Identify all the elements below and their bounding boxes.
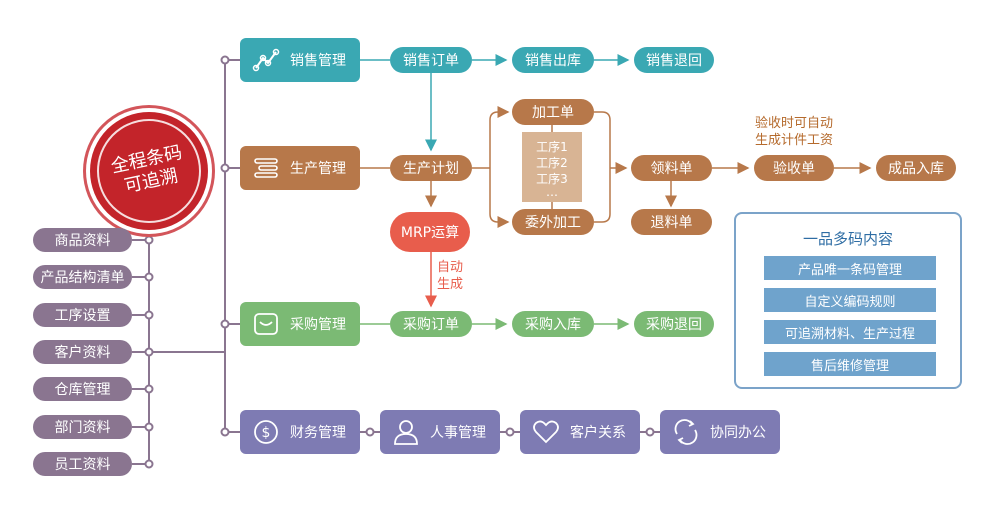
module-crm[interactable]: 客户关系 <box>520 410 640 454</box>
shopping-bag-icon <box>254 313 278 335</box>
auto-generate-line2: 生成 <box>436 277 463 292</box>
module-office-label: 协同办公 <box>710 425 766 441</box>
traceability-seal: 全程条码 可追溯 <box>87 109 211 233</box>
module-purchase[interactable]: 采购管理 <box>240 302 360 346</box>
inspection-order[interactable]: 验收单 <box>754 155 834 181</box>
auto-generate-line1: 自动 <box>436 260 463 275</box>
purchase-order[interactable]: 采购订单 <box>390 311 472 337</box>
inspection-note-line1: 验收时可自动 <box>754 116 833 131</box>
multi-code-panel: 一品多码内容 产品唯一条码管理 自定义编码规则 可追溯材料、生产过程 售后维修管… <box>734 212 962 389</box>
module-production[interactable]: 生产管理 <box>240 146 360 190</box>
sales-order[interactable]: 销售订单 <box>390 47 472 73</box>
outsource-processing[interactable]: 委外加工 <box>512 209 594 235</box>
multi-code-item[interactable]: 产品唯一条码管理 <box>764 256 936 280</box>
left-item-warehouse[interactable]: 仓库管理 <box>33 377 132 401</box>
multi-code-item[interactable]: 自定义编码规则 <box>764 288 936 312</box>
step-more: … <box>546 185 558 199</box>
sales-outbound[interactable]: 销售出库 <box>512 47 594 73</box>
svg-text:$: $ <box>262 425 271 441</box>
purchase-inbound[interactable]: 采购入库 <box>512 311 594 337</box>
stack-list-icon <box>254 158 278 178</box>
purchase-return[interactable]: 采购退回 <box>634 311 714 337</box>
left-item-department[interactable]: 部门资料 <box>33 415 132 439</box>
multi-code-title: 一品多码内容 <box>802 230 893 248</box>
module-sales[interactable]: 销售管理 <box>240 38 360 82</box>
left-item-employee[interactable]: 员工资料 <box>33 452 132 476</box>
step-2: 工序2 <box>536 156 568 170</box>
left-item-bom[interactable]: 产品结构清单 <box>33 265 132 289</box>
auto-generate-note: 自动 生成 <box>432 259 468 293</box>
left-item-process-setup[interactable]: 工序设置 <box>33 303 132 327</box>
module-hr-label: 人事管理 <box>430 425 486 441</box>
heart-icon <box>533 420 559 444</box>
processing-order[interactable]: 加工单 <box>512 99 594 125</box>
module-hr[interactable]: 人事管理 <box>380 410 500 454</box>
material-requisition[interactable]: 领料单 <box>631 155 712 181</box>
process-steps: 工序1 工序2 工序3 … <box>522 132 582 202</box>
module-office[interactable]: 协同办公 <box>660 410 780 454</box>
person-icon <box>394 420 418 445</box>
trend-chart-icon <box>252 48 280 72</box>
production-plan[interactable]: 生产计划 <box>390 155 472 181</box>
module-production-label: 生产管理 <box>290 161 346 177</box>
left-item-product-data[interactable]: 商品资料 <box>33 228 132 252</box>
inspection-note-line2: 生成计件工资 <box>754 133 833 148</box>
mrp-calculation[interactable]: MRP运算 <box>390 212 470 252</box>
sync-icon <box>674 419 698 445</box>
material-return[interactable]: 退料单 <box>631 209 712 235</box>
module-crm-label: 客户关系 <box>570 425 626 441</box>
module-sales-label: 销售管理 <box>290 53 346 69</box>
multi-code-item[interactable]: 可追溯材料、生产过程 <box>764 320 936 344</box>
left-item-customer-data[interactable]: 客户资料 <box>33 340 132 364</box>
module-purchase-label: 采购管理 <box>290 317 346 333</box>
inspection-note: 验收时可自动 生成计件工资 <box>748 115 840 149</box>
sales-return[interactable]: 销售退回 <box>634 47 714 73</box>
module-finance[interactable]: $ 财务管理 <box>240 410 360 454</box>
finished-goods-inbound[interactable]: 成品入库 <box>876 155 956 181</box>
dollar-coin-icon: $ <box>254 420 278 444</box>
step-1: 工序1 <box>536 140 568 154</box>
module-finance-label: 财务管理 <box>290 425 346 441</box>
step-3: 工序3 <box>536 172 568 186</box>
multi-code-item[interactable]: 售后维修管理 <box>764 352 936 376</box>
